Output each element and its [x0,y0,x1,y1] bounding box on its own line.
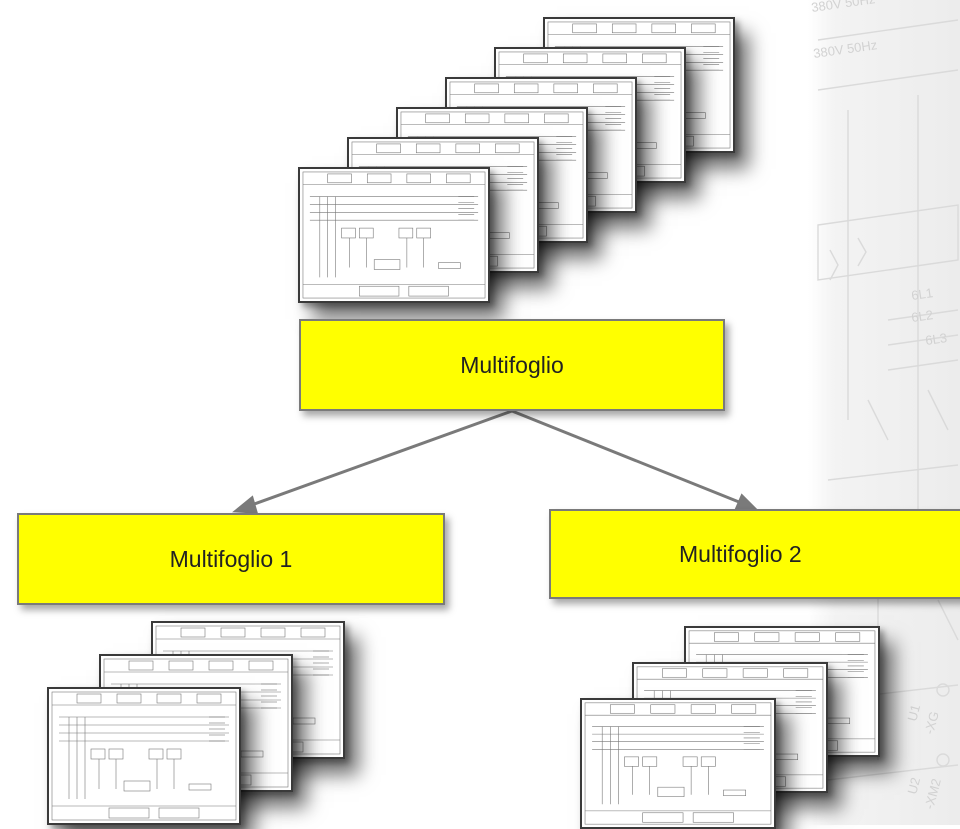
node-multifoglio-1-label: Multifoglio 1 [169,545,293,572]
bg-phase-label-1: 6L1 [910,285,934,303]
bg-terminal-label-2: -XG [921,710,941,736]
arrow-root-to-child-2 [511,409,745,506]
bg-terminal-label-3: U2 [904,776,923,796]
arrow-root-to-child-1 [245,409,513,509]
bg-phase-label-2: 6L2 [910,307,934,325]
bg-phase-label-3: 6L3 [924,330,948,348]
node-multifoglio: Multifoglio [299,319,725,411]
bg-terminal-label-1: U1 [904,703,923,723]
node-multifoglio-1: Multifoglio 1 [17,513,445,605]
arrowhead-child-1 [232,495,259,514]
node-multifoglio-2: Multifoglio 2 [549,509,960,599]
node-multifoglio-2-label: Multifoglio 2 [679,540,802,567]
arrowhead-child-2 [733,493,758,512]
node-multifoglio-label: Multifoglio [460,351,564,378]
